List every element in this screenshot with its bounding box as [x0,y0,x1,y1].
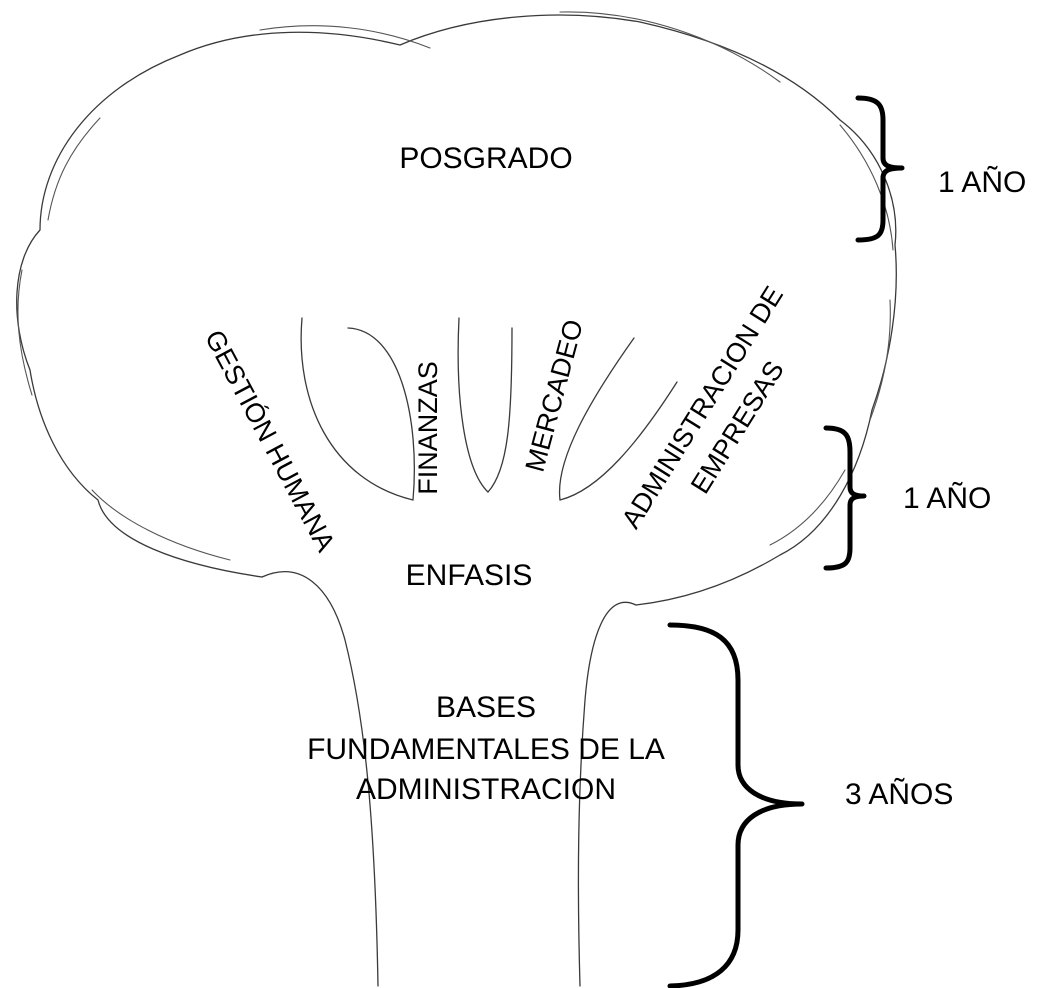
crown-sketch-stroke [259,25,431,49]
duration-posgrado-label: 1 AÑO [938,165,1026,199]
brace-posgrado [855,95,905,243]
trunk-right-edge [577,601,637,987]
crown-sketch-stroke [869,299,891,421]
crown-sketch-stroke [559,11,781,83]
trunk-left-edge [261,571,379,987]
crown-sketch-stroke [47,117,101,221]
enfasis-label: ENFASIS [406,559,533,592]
duration-enfasis-label: 1 AÑO [903,481,991,515]
posgrado-label: POSGRADO [399,142,572,175]
branch-line [300,317,414,501]
branch-finanzas-label: FINANZAS [413,361,443,495]
branch-line [558,337,635,501]
branch-line [457,317,489,493]
branch-line [487,327,513,493]
branch-gestion-humana-label: GESTIÓN HUMANA [199,325,342,557]
branch-line [559,381,678,501]
trunk-label-line2: FUNDAMENTALES DE LA [307,733,665,766]
trunk-label-line1: BASES [436,691,536,724]
crown-sketch-stroke [91,489,231,561]
crown-sketch-stroke [839,124,894,251]
brace-enfasis [823,425,867,571]
tree-crown-outline [16,14,897,606]
trunk-label-line3: ADMINISTRACION [356,773,616,806]
branch-line [347,327,415,501]
crown-sketch-stroke [769,469,846,546]
branch-mercadeo-label: MERCADEO [520,316,589,474]
duration-bases-label: 3 AÑOS [845,777,953,811]
crown-sketch-stroke [17,269,33,396]
brace-bases [667,622,805,988]
